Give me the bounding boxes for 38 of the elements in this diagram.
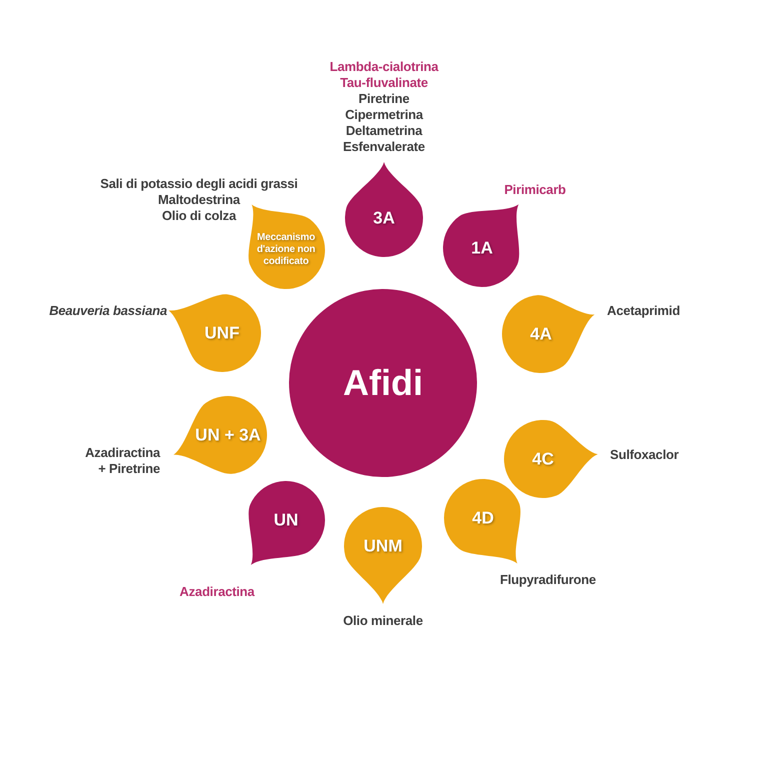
drop-shape	[444, 479, 521, 564]
drop-shape	[173, 396, 267, 474]
ingredient-name: Sali di potassio degli acidi grassi	[100, 176, 298, 192]
petal-label: UN	[274, 512, 298, 528]
petal-label: 4D	[472, 510, 494, 526]
drop-shape	[248, 481, 325, 565]
ingredient-name: Pirimicarb	[504, 182, 566, 198]
ingredient-name: Tau-fluvalinate	[340, 75, 428, 91]
petal-label: Meccanismo d'azione non codificato	[256, 232, 316, 268]
drop-shape	[344, 507, 422, 604]
drop-shape	[502, 295, 595, 373]
petal-label: 4A	[530, 326, 552, 342]
ingredient-name: Deltametrina	[346, 123, 422, 139]
petal-label: UNM	[364, 538, 402, 554]
ingredient-name: Azadiractina + Piretrine	[84, 445, 160, 477]
ingredient-name: Lambda-cialotrina	[330, 59, 438, 75]
drop-shape	[168, 294, 261, 372]
drop-shape	[248, 204, 325, 289]
petal-label: 4C	[532, 450, 554, 468]
ingredient-name: Sulfoxaclor	[610, 447, 679, 463]
ingredient-name: Olio minerale	[343, 613, 423, 629]
ingredient-name: Flupyradifurone	[500, 572, 596, 588]
petal-label: UNF	[204, 324, 240, 342]
ingredient-name: Acetaprimid	[607, 303, 680, 319]
petal-label: 3A	[373, 210, 395, 226]
petal-label: UN + 3A	[195, 426, 261, 444]
ingredient-name: Maltodestrina	[158, 192, 240, 208]
center-title: Afidi	[343, 365, 423, 401]
ingredient-name: Beauveria bassiana	[49, 303, 167, 319]
ingredient-name: Cipermetrina	[345, 107, 423, 123]
ingredient-name: Esfenvalerate	[343, 139, 425, 155]
drop-shape	[504, 420, 598, 498]
drop-shape	[443, 204, 520, 287]
drop-shape	[345, 162, 423, 257]
ingredient-name: Piretrine	[358, 91, 410, 107]
ingredient-name: Olio di colza	[162, 208, 236, 224]
petal-label: 1A	[471, 240, 493, 256]
ingredient-name: Azadiractina	[180, 584, 254, 600]
